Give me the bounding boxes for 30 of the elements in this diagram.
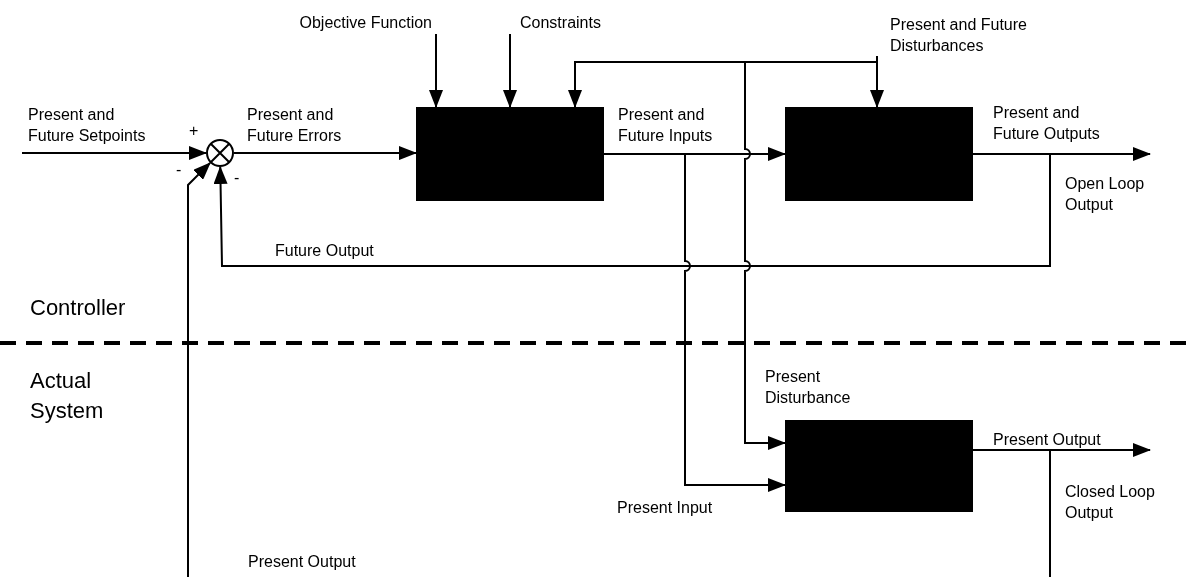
region-label: Controller [30, 294, 126, 322]
edge-label: Present and Future Outputs [993, 103, 1101, 144]
arrow [233, 146, 417, 161]
output-label: Open Loop Output [1065, 174, 1146, 215]
sign-label: - [234, 168, 240, 188]
input-label: Constraints [506, 12, 618, 34]
block [785, 420, 973, 512]
arrow [503, 33, 517, 108]
edge-label: Present Output [248, 552, 357, 572]
arrow [187, 161, 212, 577]
output-label: Closed Loop Output [1065, 482, 1156, 523]
summing-junction [206, 139, 234, 167]
edge-label: Future Output [275, 241, 375, 261]
edge-label: Present and Future Inputs [618, 105, 714, 146]
arrow [429, 33, 443, 108]
block [785, 107, 973, 201]
input-label: Present and Future Disturbances [873, 14, 1063, 56]
edge-label: Present Input [617, 498, 714, 518]
edge-label: Present and Future Setpoints [28, 105, 147, 146]
region-label: Actual System [30, 367, 105, 425]
arrow [213, 153, 1051, 267]
edge-label: Present Disturbance [765, 367, 852, 408]
sign-label: + [189, 121, 199, 141]
edge-label: Present Output [993, 430, 1102, 450]
input-label: Objective Function [272, 12, 438, 34]
block [416, 107, 604, 201]
sign-label: - [176, 160, 182, 180]
arrow [744, 55, 878, 450]
arrow [21, 146, 207, 160]
edge-label: Present and Future Errors [247, 105, 343, 146]
